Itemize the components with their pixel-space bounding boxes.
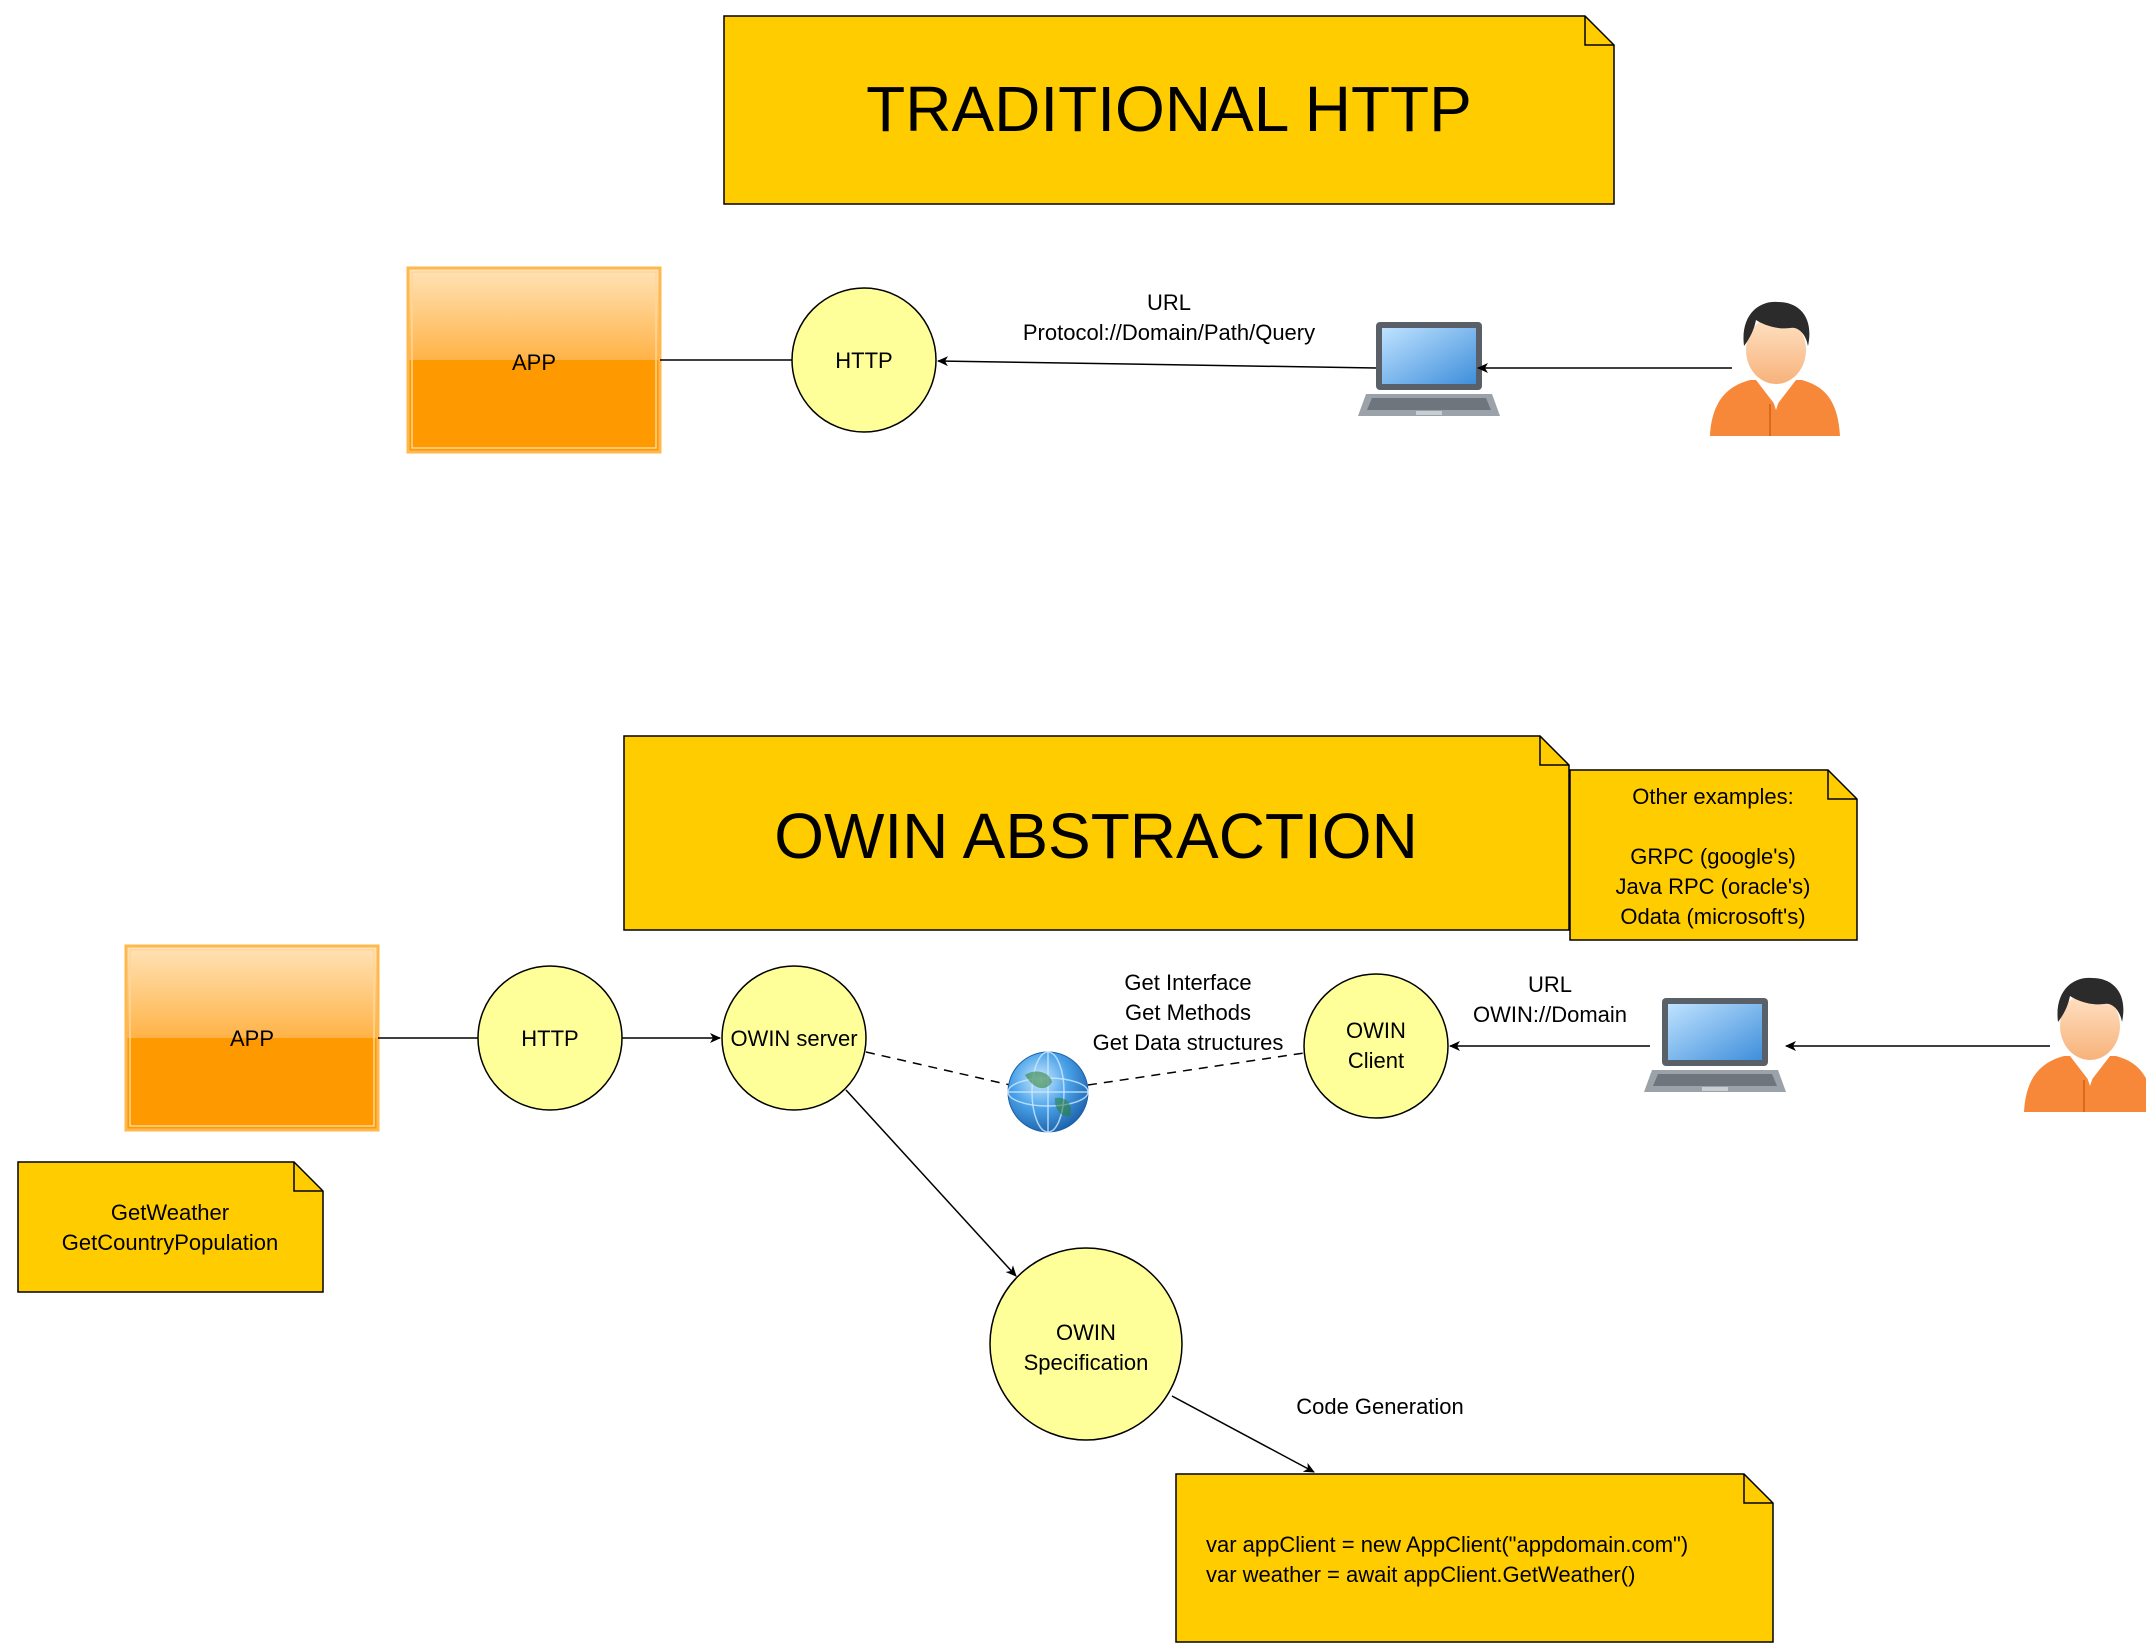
spec-code-arrow	[1171, 1395, 1315, 1473]
examples-line-2: GRPC (google's)	[1630, 844, 1796, 869]
traditional-url-format: Protocol://Domain/Path/Query	[1023, 320, 1315, 345]
codegen-label: Code Generation	[1296, 1394, 1464, 1419]
owin-spec-node: OWIN Specification	[989, 1247, 1183, 1441]
owin-url-label: URL	[1528, 972, 1572, 997]
interface-line-0: Get Interface	[1124, 970, 1251, 995]
methods-line-1: GetCountryPopulation	[62, 1230, 278, 1255]
traditional-app-label: APP	[512, 350, 556, 375]
owin-spec-label-1: OWIN	[1056, 1320, 1116, 1345]
examples-line-4: Odata (microsoft's)	[1620, 904, 1805, 929]
owin-section: OWIN ABSTRACTION Other examples: GRPC (g…	[17, 735, 2146, 1643]
owin-spec-label-2: Specification	[1024, 1350, 1149, 1375]
owin-client-node: OWIN Client	[1303, 973, 1449, 1119]
methods-note: GetWeather GetCountryPopulation	[17, 1161, 324, 1293]
examples-line-3: Java RPC (oracle's)	[1616, 874, 1811, 899]
laptop-http-arrow	[937, 356, 1377, 369]
owin-client-label-1: OWIN	[1346, 1018, 1406, 1043]
traditional-title: TRADITIONAL HTTP	[866, 73, 1472, 145]
code-line-1: var weather = await appClient.GetWeather…	[1206, 1562, 1635, 1587]
globe-icon	[1007, 1051, 1089, 1133]
server-globe-link	[865, 1051, 1011, 1086]
owin-app-box: APP	[124, 944, 380, 1132]
traditional-url-label: URL	[1147, 290, 1191, 315]
laptop-icon	[1358, 322, 1500, 416]
user-icon	[2023, 976, 2146, 1113]
traditional-section: TRADITIONAL HTTP APP HTTP URL Protocol:/…	[406, 15, 1841, 454]
owin-url-format: OWIN://Domain	[1473, 1002, 1627, 1027]
examples-line-0: Other examples:	[1632, 784, 1793, 809]
interface-line-1: Get Methods	[1125, 1000, 1251, 1025]
owin-client-label-2: Client	[1348, 1048, 1404, 1073]
server-spec-arrow	[845, 1089, 1017, 1277]
owin-title-note: OWIN ABSTRACTION	[623, 735, 1570, 931]
owin-server-node: OWIN server	[721, 965, 867, 1111]
user-icon	[1709, 300, 1841, 437]
traditional-app-box: APP	[406, 266, 662, 454]
owin-http-label: HTTP	[521, 1026, 578, 1051]
interface-line-2: Get Data structures	[1093, 1030, 1284, 1055]
owin-server-label: OWIN server	[730, 1026, 857, 1051]
owin-http-node: HTTP	[477, 965, 623, 1111]
traditional-http-label: HTTP	[835, 348, 892, 373]
code-line-0: var appClient = new AppClient("appdomain…	[1206, 1532, 1688, 1557]
owin-app-label: APP	[230, 1026, 274, 1051]
owin-title: OWIN ABSTRACTION	[774, 800, 1418, 872]
code-note: var appClient = new AppClient("appdomain…	[1175, 1473, 1774, 1643]
examples-note: Other examples: GRPC (google's) Java RPC…	[1569, 769, 1858, 941]
traditional-title-note: TRADITIONAL HTTP	[723, 15, 1615, 205]
laptop-icon	[1644, 998, 1786, 1092]
methods-line-0: GetWeather	[111, 1200, 229, 1225]
traditional-http-node: HTTP	[791, 287, 937, 433]
globe-client-link	[1087, 1052, 1305, 1086]
